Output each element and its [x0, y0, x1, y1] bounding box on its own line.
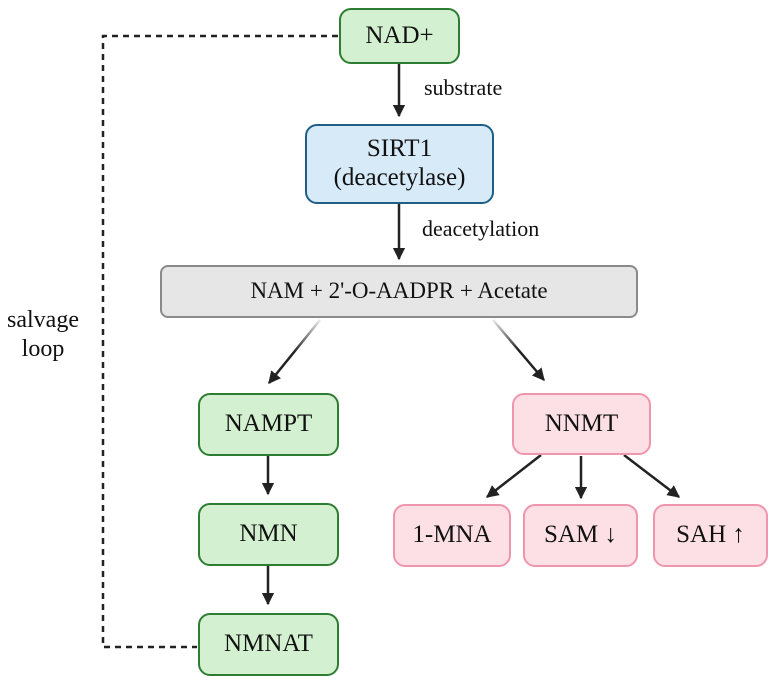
nampt-label: NAMPT [224, 410, 313, 438]
nmn-node: NMN [198, 503, 339, 566]
arrow-nnmt-to-mna [486, 454, 542, 498]
sah-node: SAH ↑ [653, 504, 768, 567]
arrow-nnmt-to-sah [623, 454, 680, 498]
nmnat-label: NMNAT [224, 630, 313, 658]
sah-label: SAH ↑ [676, 521, 745, 549]
mna-label: 1-MNA [412, 521, 492, 549]
sam-node: SAM ↓ [523, 504, 638, 567]
products-node: NAM + 2'-O-AADPR + Acetate [160, 265, 638, 318]
nad-label: NAD+ [365, 21, 434, 49]
substrate-label: substrate [424, 75, 503, 100]
sam-label: SAM ↓ [544, 521, 617, 549]
nnmt-label: NNMT [544, 409, 619, 437]
salvage-loop-line [101, 34, 338, 649]
nmn-label: NMN [239, 520, 298, 548]
sirt1-label: SIRT1 [366, 135, 433, 163]
nampt-node: NAMPT [198, 393, 339, 456]
deacetylation-label: deacetylation [422, 216, 540, 241]
nad-node: NAD+ [339, 8, 460, 64]
arrow-products-to-nnmt [492, 319, 545, 381]
arrow-products-to-nampt [268, 319, 321, 384]
salvage-loop-label-line1: salvage [7, 307, 79, 333]
products-label: NAM + 2'-O-AADPR + Acetate [250, 278, 548, 304]
salvage-loop-label-line2: loop [21, 335, 65, 362]
salvage-loop-label: salvage loop [0, 306, 86, 364]
mna-node: 1-MNA [393, 504, 511, 567]
nnmt-node: NNMT [512, 393, 651, 455]
nmnat-node: NMNAT [198, 613, 339, 676]
sirt1-sublabel: (deacetylase) [333, 164, 466, 191]
sirt1-node: SIRT1 (deacetylase) [305, 124, 494, 204]
